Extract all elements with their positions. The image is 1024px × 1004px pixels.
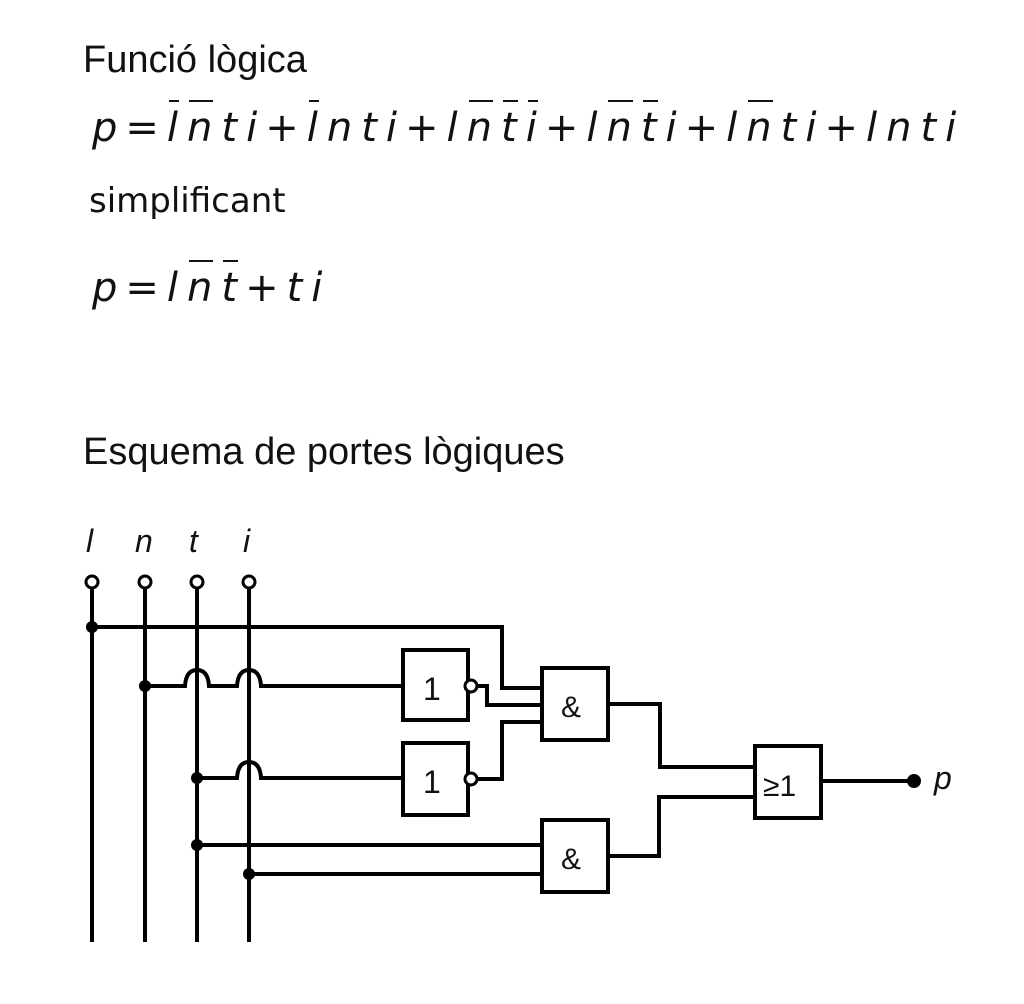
negated-literal-t: t xyxy=(221,260,239,311)
not-gate-2: 1 xyxy=(401,741,479,817)
not-gate-1-label: 1 xyxy=(423,671,441,707)
function-title: Funció lògica xyxy=(83,39,307,81)
formula-lhs: p xyxy=(92,105,119,151)
literal-l: l xyxy=(586,105,599,151)
junction-t-and2 xyxy=(191,839,203,851)
literal-t: t xyxy=(221,105,239,151)
literal-t: t xyxy=(361,105,378,151)
literal-t: t xyxy=(286,265,304,311)
literal-t: t xyxy=(780,105,798,151)
literal-l: l xyxy=(865,105,879,151)
simplified-equals: = xyxy=(125,265,160,311)
input-label-t: t xyxy=(189,523,199,559)
formula-plus: + xyxy=(824,105,859,151)
output-label-p: p xyxy=(933,760,952,796)
junction-t-not2 xyxy=(191,772,203,784)
terminal-n xyxy=(137,574,153,590)
negated-literal-l: l xyxy=(166,100,180,151)
simplify-label: simplificant xyxy=(89,181,286,221)
literal-i: i xyxy=(246,105,259,151)
wire-not2-to-and1 xyxy=(476,720,542,781)
not-gate-1: 1 xyxy=(401,648,479,722)
and-gate-2-label: & xyxy=(561,843,581,876)
simplified-lhs: p xyxy=(92,265,119,311)
or-gate: ≥1 xyxy=(753,744,823,820)
input-label-i: i xyxy=(243,523,251,559)
not-gate-2-label: 1 xyxy=(423,764,441,800)
terminal-l xyxy=(84,574,100,590)
formula-plus: + xyxy=(405,105,440,151)
literal-i: i xyxy=(385,105,399,151)
negated-literal-n: n xyxy=(466,100,494,151)
wire-n-to-not1 xyxy=(145,667,403,688)
wire-and1-to-or xyxy=(608,702,755,769)
wire-not1-to-and1 xyxy=(476,684,542,707)
terminal-t xyxy=(189,574,205,590)
terminal-i xyxy=(241,574,257,590)
or-gate-label: ≥1 xyxy=(763,770,796,803)
formula-plus: + xyxy=(684,105,720,151)
wire-and2-to-or xyxy=(608,795,755,858)
negated-literal-t: t xyxy=(501,100,518,151)
literal-l: l xyxy=(446,105,459,151)
not-gate-1-bubble xyxy=(463,678,479,694)
and-gate-2: & xyxy=(540,818,610,894)
literal-l: l xyxy=(726,105,739,151)
literal-i: i xyxy=(311,265,324,311)
literal-t: t xyxy=(920,105,938,151)
literal-l: l xyxy=(166,265,180,311)
formula-plus: + xyxy=(265,105,300,151)
literal-n: n xyxy=(326,105,354,151)
simplified-plus: + xyxy=(245,265,280,311)
negated-literal-n: n xyxy=(187,260,214,311)
literal-i: i xyxy=(805,105,818,151)
junction-i-and2 xyxy=(243,868,255,880)
output-node xyxy=(907,774,921,788)
negated-literal-n: n xyxy=(606,100,634,151)
negated-literal-n: n xyxy=(187,100,214,151)
formula-plus: + xyxy=(544,105,580,151)
formula-equals: = xyxy=(125,105,160,151)
wire-t-to-not2 xyxy=(197,759,403,780)
and-gate-1: & xyxy=(540,666,610,742)
not-gate-2-bubble xyxy=(463,771,479,787)
literal-i: i xyxy=(665,105,678,151)
junction-l xyxy=(86,621,98,633)
literal-n: n xyxy=(886,105,913,151)
input-label-n: n xyxy=(135,523,153,559)
input-label-l: l xyxy=(86,523,94,559)
schema-title: Esquema de portes lògiques xyxy=(83,431,565,473)
negated-literal-i: i xyxy=(525,100,538,151)
negated-literal-l: l xyxy=(306,100,319,151)
negated-literal-n: n xyxy=(746,100,774,151)
and-gate-1-label: & xyxy=(561,691,581,724)
wire-l-to-and1 xyxy=(92,625,542,690)
junction-n xyxy=(139,680,151,692)
literal-i: i xyxy=(945,105,958,151)
negated-literal-t: t xyxy=(640,100,658,151)
